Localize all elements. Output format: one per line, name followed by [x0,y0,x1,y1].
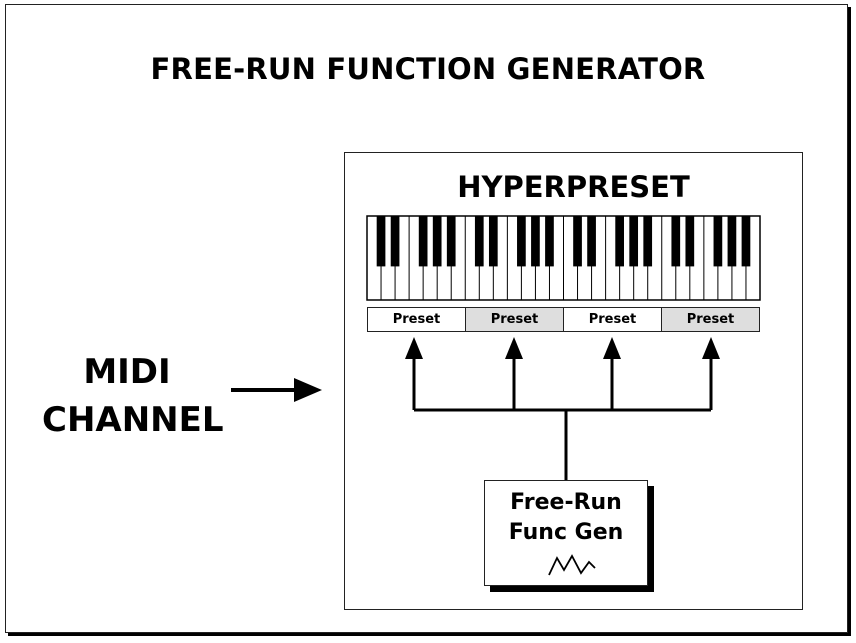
preset-row: Preset Preset Preset Preset [367,307,760,332]
black-key [545,216,554,267]
preset-box-3: Preset [564,307,662,332]
black-key [741,216,751,267]
black-key [587,216,596,267]
black-key [376,216,386,267]
preset-box-2: Preset [466,307,564,332]
black-key [531,216,540,267]
routing-lines [405,337,720,480]
func-gen-box [484,480,648,586]
black-key [615,216,624,267]
black-key [446,216,456,267]
black-key [474,216,484,267]
black-key [629,216,639,267]
black-key [671,216,681,267]
arrowhead-preset-1 [405,337,423,359]
diagram-title: FREE-RUN FUNCTION GENERATOR [150,52,706,86]
piano-keyboard [366,215,761,301]
black-key [488,216,498,267]
black-key [418,216,428,267]
preset-box-4: Preset [662,307,760,332]
black-key [517,216,526,267]
hyperpreset-title: HYPERPRESET [457,170,690,204]
func-gen-label-line2: Func Gen [508,520,624,545]
midi-label-line2: CHANNEL [42,400,224,440]
black-key [643,216,653,267]
zigzag-waveform-icon [548,554,596,576]
black-key [390,216,400,267]
arrowhead-preset-3 [603,337,621,359]
arrowhead-preset-2 [505,337,523,359]
black-key [713,216,723,267]
black-key [573,216,582,267]
func-gen-label-line1: Free-Run [510,490,622,515]
midi-label-line1: MIDI [83,352,171,392]
arrowhead-preset-4 [702,337,720,359]
black-key [727,216,737,267]
black-key [432,216,442,267]
midi-arrowhead [294,378,322,402]
black-key [685,216,695,267]
preset-box-1: Preset [367,307,466,332]
